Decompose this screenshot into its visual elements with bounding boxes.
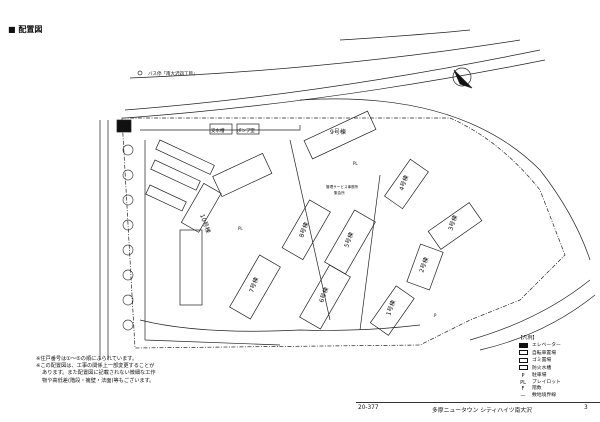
building-label-9: 9号棟 — [330, 128, 346, 136]
legend-label: 自転車置場 — [532, 350, 556, 356]
site-boundary — [121, 117, 566, 349]
legend-item: F 階数 — [518, 386, 561, 393]
bus-stop-label: バス停「南大沢四丁目」 — [148, 70, 198, 77]
legend-item: P 駐車場 — [518, 373, 561, 380]
road-edge — [469, 279, 591, 341]
page-number: 3 — [584, 405, 588, 411]
floors-symbol: F — [521, 386, 525, 393]
legend-label: 階数 — [532, 386, 542, 392]
fire-water-tank-icon — [518, 365, 528, 371]
building-block — [180, 110, 483, 336]
building-label-8: 8号棟 — [297, 221, 310, 239]
legend-label: エレベーター — [532, 343, 561, 349]
pump-room-label: ポンプ室 — [237, 127, 255, 134]
legend-label: 防火水槽 — [532, 365, 552, 371]
note-line: ※この配置図は、工事の関係上一部変更することが — [36, 363, 155, 370]
building-label-6: 6号棟 — [317, 286, 330, 304]
building-label-5: 5号棟 — [342, 231, 355, 249]
office-label: 管理サービス事務所 — [326, 184, 359, 189]
parking-marker: P — [434, 313, 437, 318]
road-edge — [124, 59, 546, 119]
note-line: あります。また配置図に記載されない微細な工作 — [42, 370, 156, 377]
inner-path — [139, 319, 421, 332]
legend-title: 【凡例】 — [518, 336, 538, 341]
road-edge — [479, 294, 596, 351]
north-arrow-icon — [452, 67, 473, 89]
note-line: 物や高低差(階段・擁壁・法面)等もございます。 — [42, 377, 155, 384]
footer-code: 20-377 — [358, 405, 379, 411]
legend-label: 駐車場 — [532, 372, 547, 378]
building-label-10: 10号棟 — [198, 213, 212, 234]
inner-path — [140, 125, 301, 346]
building-label-4: 4号棟 — [397, 174, 410, 192]
meeting-hall-label: 集会所 — [334, 190, 345, 195]
water-tank-label: 受水槽 — [211, 127, 225, 134]
parking-area — [145, 139, 215, 306]
legend-label: プレイロット — [532, 379, 561, 385]
page-title: ■ 配置図 — [8, 25, 43, 34]
parking-symbol: P — [521, 372, 525, 379]
legend-item: PL プレイロット — [518, 380, 561, 387]
legend-label: 敷地境界線 — [532, 392, 556, 398]
legend-item: — 敷地境界線 — [518, 393, 561, 400]
road-edge — [299, 98, 591, 261]
building-label-3: 3号棟 — [446, 214, 459, 232]
legend-item: ゴミ置場 — [518, 357, 561, 366]
bicycle-parking-icon — [518, 350, 528, 356]
garbage-area-icon — [518, 357, 528, 363]
notes: ※住戸番号は①〜⑤の順にふられています。 ※この配置図は、工事の関係上一部変更す… — [36, 356, 156, 385]
road-edge — [99, 120, 109, 360]
road-edge — [129, 39, 521, 79]
road-edge — [339, 29, 471, 41]
building-label-1: 1号棟 — [384, 299, 397, 317]
legend-item: エレベーター — [518, 342, 561, 351]
legend: 【凡例】 エレベーター 自転車置場 ゴミ置場 防火水槽 P 駐車場 PL プレイロッ… — [518, 336, 561, 399]
building-label-2: 2号棟 — [417, 256, 430, 274]
building-label-7: 7号棟 — [247, 276, 260, 294]
inner-path — [289, 139, 381, 331]
playlot-marker: PL — [238, 226, 243, 231]
boundary-line-symbol: — — [520, 392, 526, 399]
legend-item: 自転車置場 — [518, 350, 561, 358]
playlot-marker: PL — [353, 161, 358, 166]
plaza-block — [116, 119, 132, 133]
elevator-icon — [518, 342, 528, 348]
footer-property-name: 多摩ニュータウン シティハイツ南大沢 — [432, 408, 532, 414]
road-edge — [124, 49, 541, 111]
footer-divider — [356, 402, 600, 403]
legend-label: ゴミ置場 — [532, 358, 552, 364]
playlot-symbol: PL — [520, 379, 526, 386]
legend-item: 防火水槽 — [518, 365, 561, 373]
note-line: ※住戸番号は①〜⑤の順にふられています。 — [36, 356, 138, 362]
tree-row — [122, 144, 134, 331]
bus-stop-icon — [137, 70, 143, 76]
